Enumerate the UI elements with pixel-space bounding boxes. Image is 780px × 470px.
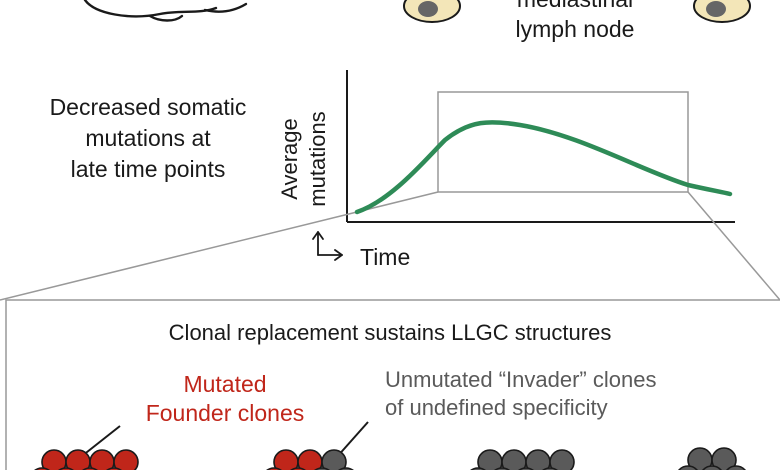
y-axis-label-line-1: Average [277,118,302,200]
zoom-guide-right [687,191,780,301]
left-note-line-2: mutations at [85,125,211,151]
left-note-line-3: late time points [70,156,226,182]
clone-cluster-mixed [266,449,354,470]
y-axis-label-line-2: mutations [305,111,330,207]
left-note: Decreased somatic mutations at late time… [18,92,278,185]
panel-box [5,299,780,470]
y-axis-label: Average mutations [276,99,334,219]
founder-label: Mutated Founder clones [115,370,335,428]
invader-label: Unmutated “Invader” clones of undefined … [385,366,775,422]
founder-label-line-2: Founder clones [145,400,305,426]
zoom-box [437,91,689,193]
mutation-curve [354,120,733,215]
mouse-illustration [83,0,248,22]
clone-cluster-invader [470,449,575,470]
founder-pointer [81,425,121,457]
invader-label-line-2: of undefined specificity [385,395,608,420]
cell-icon [403,0,461,23]
panel-title: Clonal replacement sustains LLGC structu… [168,320,612,345]
left-note-line-1: Decreased somatic [49,94,247,120]
invader-label-line-1: Unmutated “Invader” clones [385,367,657,392]
x-axis-label: Time [360,244,411,270]
clone-cluster-invader-right [678,447,746,470]
cell-icon [693,0,751,23]
clone-cluster-founder [34,449,139,470]
axes-direction-icon [312,231,343,261]
founder-label-line-1: Mutated [183,371,267,397]
location-label: lymph node [515,16,635,42]
location-label-partial: mediastinal [495,0,655,14]
